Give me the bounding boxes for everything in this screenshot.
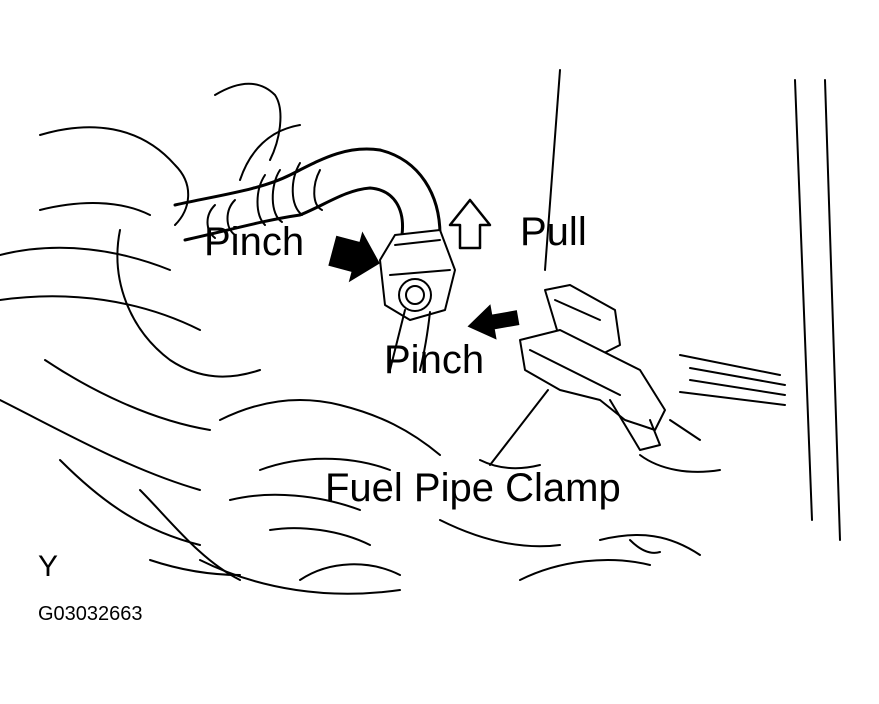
view-letter: Y [38,550,59,583]
engine-bay-background [0,69,841,595]
pull-arrow-icon [448,198,492,250]
pinch-label-left: Pinch [204,220,305,264]
fuel-pipe [173,147,442,242]
pinch-arrow-left-icon [328,231,380,283]
pinch-arrow-right-icon [467,304,520,340]
fuel-pipe-clamp-label: Fuel Pipe Clamp [325,466,621,510]
clamp-leader-line [489,389,549,466]
figure-code: G03032663 [38,603,143,625]
pull-label: Pull [520,210,587,254]
clamp-part [519,284,666,451]
quick-connector [379,229,456,371]
pinch-label-bottom: Pinch [384,338,485,382]
